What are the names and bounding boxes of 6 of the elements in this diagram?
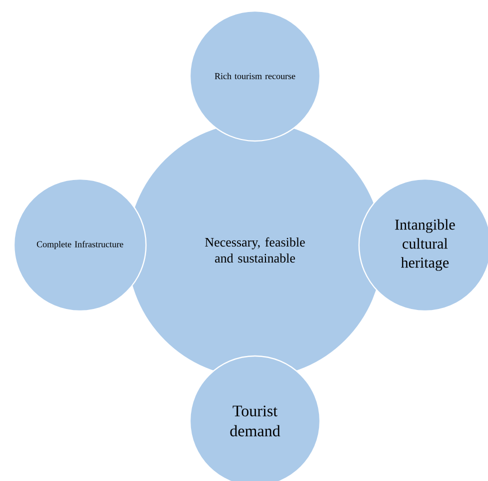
node-label: Tourist demand [230, 406, 280, 436]
circle-node: Rich tourism recourse [189, 10, 321, 142]
node-label: Intangible cultural heritage [395, 219, 455, 271]
circle-node: Tourist demand [189, 355, 321, 481]
circle-node: Complete Infrastructure [13, 178, 147, 312]
circle-node: Intangible cultural heritage [358, 178, 488, 312]
